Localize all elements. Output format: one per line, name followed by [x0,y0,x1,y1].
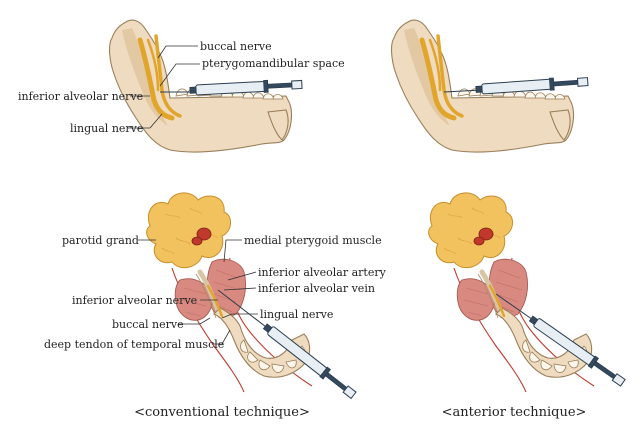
syringe-axial-conventional [217,289,358,401]
label-inferior-alveolar-artery: inferior alveolar artery [258,266,387,279]
label-lingual-nerve: lingual nerve [70,122,143,135]
label-inferior-alveolar-vein: inferior alveolar vein [258,282,375,295]
jaw-conventional [108,19,293,153]
label-buccal-nerve: buccal nerve [200,40,272,53]
label-buccal-nerve-axial: buccal nerve [112,318,184,331]
caption-conventional: <conventional technique> [134,405,310,420]
caption-anterior: <anterior technique> [442,405,587,420]
label-parotid-grand: parotid grand [62,234,139,247]
syringe-conventional [160,77,303,97]
axial-anterior [429,193,594,392]
label-inferior-alveolar-nerve-axial: inferior alveolar nerve [72,294,197,307]
label-lingual-nerve-axial: lingual nerve [260,308,333,321]
jaw-anterior [390,19,575,153]
top-left-labels: buccal nerve pterygomandibular space inf… [18,40,345,135]
bottom-left-labels: parotid grand medial pterygoid muscle in… [44,234,387,351]
label-pterygomandibular-space: pterygomandibular space [202,57,345,70]
axial-conventional [147,193,312,392]
syringe-axial-anterior [495,293,627,389]
label-deep-tendon: deep tendon of temporal muscle [44,338,224,351]
syringe-anterior [443,75,589,96]
label-inferior-alveolar-nerve: inferior alveolar nerve [18,90,143,103]
label-medial-pterygoid-muscle: medial pterygoid muscle [244,234,382,247]
